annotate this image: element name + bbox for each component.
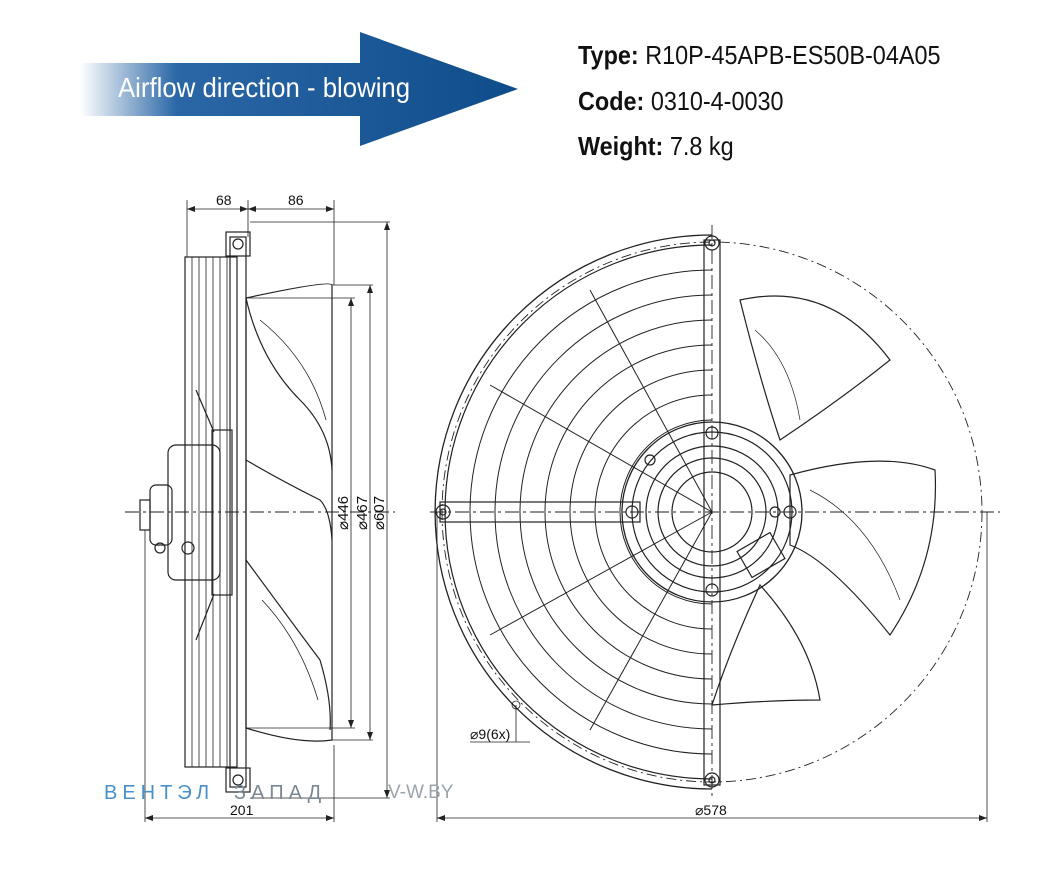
watermark-left: ВЕНТЭЛ bbox=[104, 782, 215, 804]
type-value: R10P-45APB-ES50B-04A05 bbox=[645, 40, 941, 70]
dim-frame-diameter: ⌀607 bbox=[371, 496, 388, 530]
code-label: Code: bbox=[578, 86, 645, 116]
watermark-url: V-W.BY bbox=[388, 782, 454, 803]
weight-label: Weight: bbox=[578, 131, 664, 161]
type-label: Type: bbox=[578, 40, 639, 70]
dim-overall-depth: 201 bbox=[230, 802, 254, 818]
dim-impeller-diameter: ⌀446 bbox=[335, 496, 352, 530]
watermark-mid: ЗАПАД bbox=[234, 782, 327, 804]
front-view bbox=[430, 225, 1000, 822]
weight-value: 7.8 kg bbox=[669, 131, 734, 161]
spec-weight: Weight: 7.8 kg bbox=[578, 131, 734, 162]
dim-depth-rear: 86 bbox=[288, 192, 304, 208]
dim-depth-front: 68 bbox=[216, 192, 232, 208]
airflow-direction-label: Airflow direction - blowing bbox=[118, 72, 411, 103]
dim-holes: ⌀9(6x) bbox=[470, 726, 510, 742]
spec-type: Type: R10P-45APB-ES50B-04A05 bbox=[578, 40, 940, 71]
side-view bbox=[125, 200, 395, 822]
dimension-arrowheads bbox=[145, 206, 987, 821]
dim-mount-circle: ⌀578 bbox=[695, 802, 727, 818]
spec-code: Code: 0310-4-0030 bbox=[578, 86, 784, 117]
dim-guard-diameter: ⌀467 bbox=[354, 496, 371, 530]
code-value: 0310-4-0030 bbox=[650, 86, 784, 116]
